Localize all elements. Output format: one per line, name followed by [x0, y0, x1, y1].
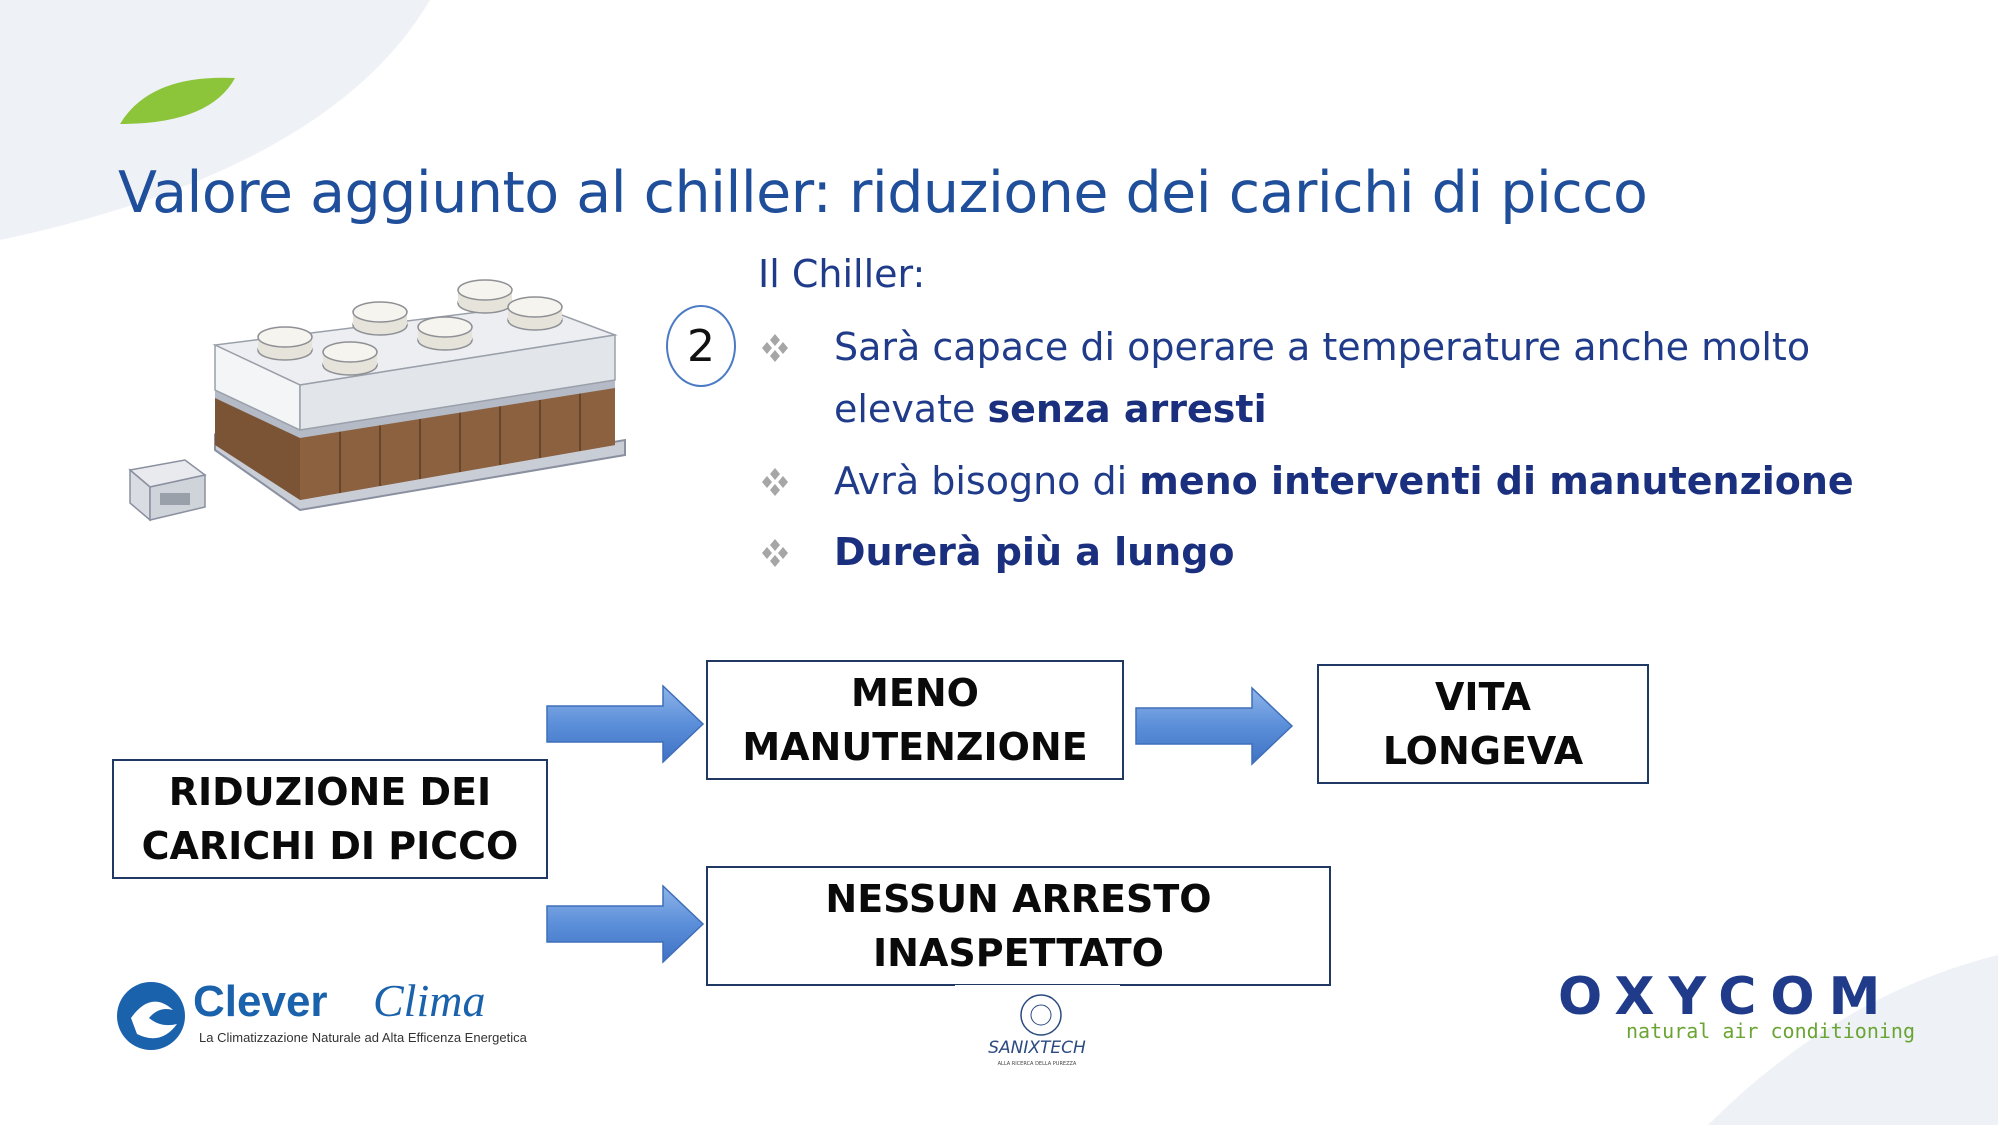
flow-box-line: NESSUN ARRESTO: [825, 877, 1212, 921]
step-number-badge: 2: [666, 305, 736, 387]
chiller-illustration: [128, 279, 626, 522]
sanixtech-tagline: ALLA RICERCA DELLA PUREZZA: [998, 1061, 1077, 1067]
bullet-item: Durerà più a lungo: [758, 521, 1938, 583]
flow-box-bottom: NESSUN ARRESTO INASPETTATO: [706, 866, 1331, 986]
right-arrow-icon: [546, 884, 705, 964]
diamond-bullet-icon: [762, 468, 788, 496]
flow-box-line: LONGEVA: [1382, 729, 1584, 773]
flow-box-result: VITA LONGEVA: [1317, 664, 1649, 784]
diamond-bullet-icon: [762, 334, 788, 362]
sanixtech-name: SANIXTECH: [988, 1038, 1086, 1058]
oxycom-name: OXYCOM: [1558, 967, 1895, 1027]
clever-clima-word2: Clima: [373, 980, 485, 1026]
right-arrow-icon: [546, 684, 705, 764]
flow-box-top: MENO MANUTENZIONE: [706, 660, 1124, 780]
bullet-text: Sarà capace di operare a temperature anc…: [834, 325, 1811, 431]
clever-clima-tagline: La Climatizzazione Naturale ad Alta Effi…: [199, 1030, 528, 1045]
oxycom-logo: OXYCOM natural air conditioning: [1555, 967, 1915, 1055]
bullet-text: Avrà bisogno di: [834, 459, 1140, 503]
background-corner-shape-bottom: [1708, 955, 1998, 1125]
diamond-bullet-icon: [762, 539, 788, 567]
flow-box-line: VITA: [1435, 675, 1531, 719]
intro-text: Il Chiller:: [758, 252, 926, 296]
flow-box-line: RIDUZIONE DEI: [168, 770, 492, 814]
flow-box-line: INASPETTATO: [873, 931, 1164, 975]
oxycom-tagline: natural air conditioning: [1626, 1019, 1915, 1043]
bullet-item: Avrà bisogno di meno interventi di manut…: [758, 450, 1938, 512]
bullet-bold-text: meno interventi di manutenzione: [1139, 459, 1854, 503]
bullet-bold-text: senza arresti: [987, 387, 1267, 431]
bullet-bold-text: Durerà più a lungo: [834, 530, 1235, 574]
leaf-icon: [120, 77, 235, 124]
right-arrow-icon: [1135, 686, 1294, 766]
flow-box-line: CARICHI DI PICCO: [141, 824, 519, 868]
clever-clima-logo: Clever Clima La Climatizzazione Naturale…: [117, 980, 528, 1050]
flow-box-line: MENO: [851, 671, 979, 715]
flow-box-line: MANUTENZIONE: [742, 725, 1088, 769]
slide-title: Valore aggiunto al chiller: riduzione de…: [118, 160, 1648, 226]
bullet-item: Sarà capace di operare a temperature anc…: [758, 316, 1938, 442]
clever-clima-word1: Clever: [193, 980, 328, 1026]
flow-box-source: RIDUZIONE DEI CARICHI DI PICCO: [112, 759, 548, 879]
background-corner-shape: [0, 0, 430, 240]
sanixtech-logo: SANIXTECH ALLA RICERCA DELLA PUREZZA: [955, 985, 1120, 1085]
